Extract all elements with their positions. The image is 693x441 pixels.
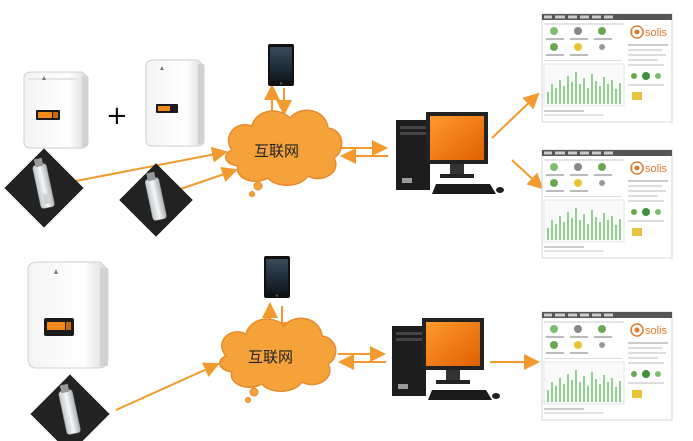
inverter-icon <box>27 261 109 369</box>
internet-cloud-icon: 互联网 <box>219 317 337 403</box>
monitoring-screenshot-icon <box>541 149 673 259</box>
plus-sign: + <box>106 101 128 131</box>
arrow-pc-to-screen2 <box>511 159 544 190</box>
cloud-label: 互联网 <box>248 348 293 366</box>
inverter-icon <box>145 59 205 147</box>
monitoring-screenshot-icon <box>541 13 673 123</box>
smartphone-icon <box>268 44 294 86</box>
wifi-datalogger-stick-icon <box>119 163 193 237</box>
desktop-computer-icon <box>392 318 500 400</box>
smartphone-icon <box>264 256 290 298</box>
inverter-icon <box>23 71 89 149</box>
cloud-label: 互联网 <box>254 142 299 160</box>
arrow-pc-to-screen1 <box>491 92 540 139</box>
connection-arrows <box>49 84 544 411</box>
arrow-stick1-to-cloud <box>49 146 228 187</box>
desktop-computer-icon <box>396 112 504 194</box>
internet-cloud-icon: 互联网 <box>225 109 343 197</box>
wifi-datalogger-stick-icon <box>4 148 84 228</box>
arrow-stick3-to-cloud <box>115 362 220 411</box>
wifi-datalogger-stick-icon <box>30 374 110 441</box>
monitoring-screenshot-icon <box>541 311 673 421</box>
